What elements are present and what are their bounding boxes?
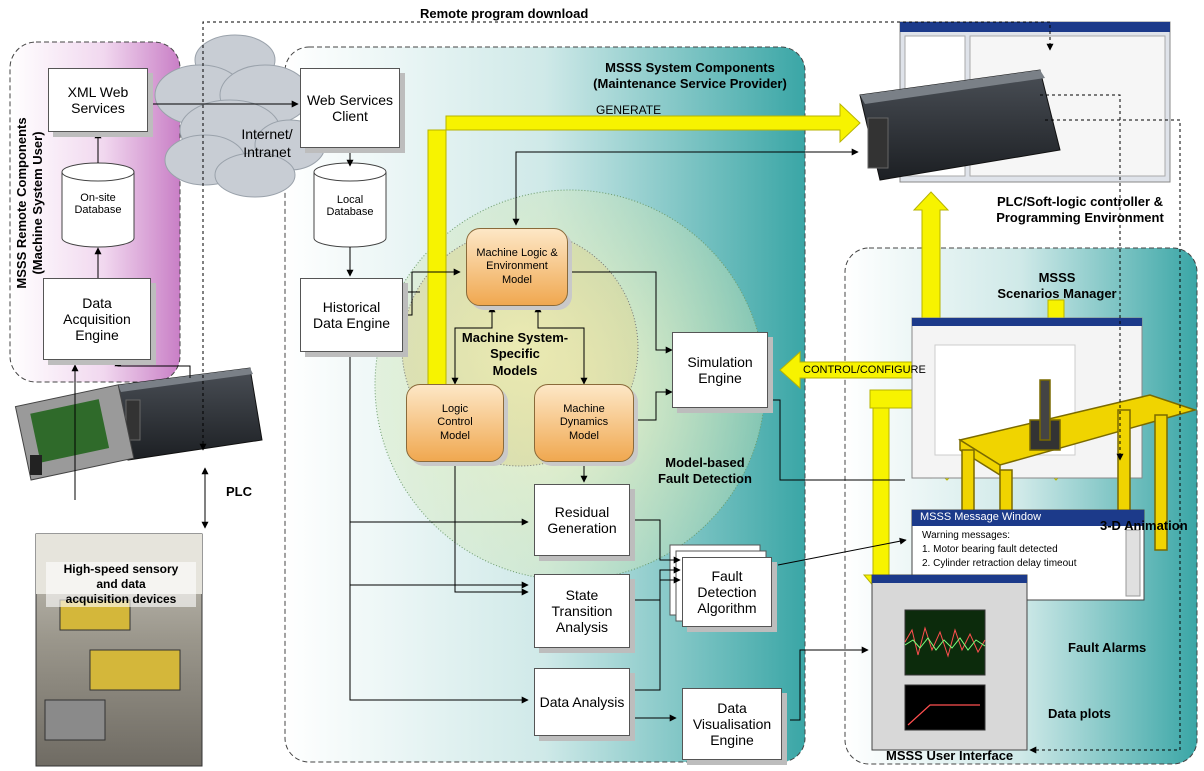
historical-data-engine-box: Historical Data Engine (300, 278, 403, 352)
remote-download-title: Remote program download (420, 6, 589, 21)
simulation-engine-box: Simulation Engine (672, 332, 768, 408)
data-visualisation-engine-box: Data Visualisation Engine (682, 688, 782, 760)
plc-label: PLC (226, 484, 252, 499)
message-line-2: 1. Motor bearing fault detected (922, 544, 1058, 555)
fault-detection-box: Fault Detection Algorithm (682, 557, 772, 627)
xml-web-services-box: XML Web Services (48, 68, 148, 132)
animation-label: 3-D Animation (1100, 518, 1188, 533)
message-window-title: MSSS Message Window (920, 511, 1042, 523)
fault-alarms-label: Fault Alarms (1068, 640, 1147, 655)
scenarios-manager-label: MSSS Scenarios Manager (997, 270, 1117, 302)
local-database-label: Local Database (326, 194, 374, 218)
data-acquisition-engine-box: Data Acquisition Engine (43, 278, 151, 360)
internet-label: Internet/ Intranet (241, 126, 293, 160)
message-line-1: Warning messages: (922, 530, 1010, 541)
connectors (71, 21, 1181, 754)
logic-control-model-box: Logic Control Model (406, 384, 504, 462)
residual-generation-box: Residual Generation (534, 484, 630, 556)
onsite-database-label: On-site Database (74, 192, 122, 216)
data-plots-label: Data plots (1048, 706, 1111, 721)
model-based-fault-label: Model-based Fault Detection (658, 455, 752, 487)
sensors-label: High-speed sensory and data acquisition … (46, 562, 196, 607)
generate-label: GENERATE (596, 103, 662, 117)
data-analysis-box: Data Analysis (534, 668, 630, 736)
message-line-3: 2. Cylinder retraction delay timeout (922, 558, 1077, 569)
web-services-client-box: Web Services Client (300, 68, 400, 148)
user-interface-label: MSSS User Interface (886, 748, 1014, 763)
state-transition-box: State Transition Analysis (534, 574, 630, 648)
machine-system-models-label: Machine System- Specific Models (461, 330, 569, 378)
machine-logic-environment-box: Machine Logic & Environment Model (466, 228, 568, 306)
system-panel-label: MSSS System Components (Maintenance Serv… (593, 60, 787, 92)
plc-soft-logic-label: PLC/Soft-logic controller & Programming … (996, 194, 1164, 226)
plc-controller-left (117, 367, 263, 461)
control-configure-label: CONTROL/CONFIGURE (803, 364, 926, 376)
user-interface-window (871, 574, 1028, 751)
machine-dynamics-model-box: Machine Dynamics Model (534, 384, 634, 462)
